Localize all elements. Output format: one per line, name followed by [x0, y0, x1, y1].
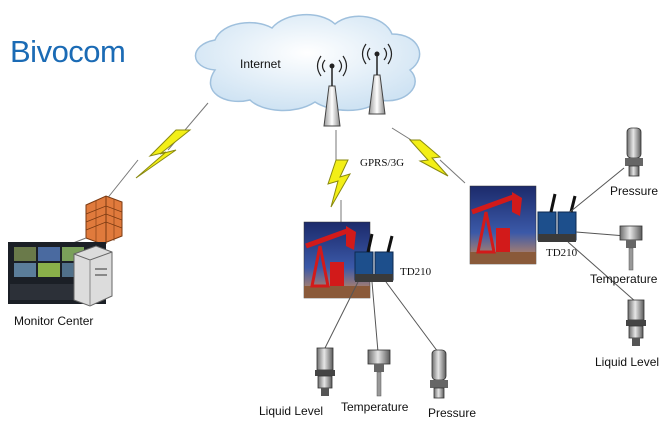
- td210-label-left: TD210: [400, 266, 432, 278]
- wireless-link-center: [327, 130, 352, 222]
- sensor-label-right-2: Temperature: [590, 272, 658, 286]
- pressure-sensor-icon-right: [625, 127, 643, 177]
- gprs-3g-label: GPRS/3G: [360, 157, 405, 169]
- td210-label-right: TD210: [546, 247, 578, 259]
- liquid-level-sensor-icon-right: [626, 299, 646, 346]
- temperature-sensor-icon-left: [367, 349, 391, 397]
- sensor-label-left-3: Pressure: [428, 406, 477, 420]
- monitor-center-label: Monitor Center: [14, 314, 94, 328]
- temperature-sensor-icon-right: [619, 225, 643, 271]
- liquid-level-sensor-icon-left: [315, 347, 335, 396]
- oil-pump-image-left: [303, 221, 371, 299]
- wireless-link-left: [105, 102, 209, 201]
- firewall-icon: [85, 195, 123, 245]
- sensor-label-right-1: Pressure: [610, 184, 659, 198]
- internet-label: Internet: [240, 57, 281, 71]
- td210-router-right: [537, 193, 577, 242]
- sensor-label-left-1: Liquid Level: [259, 404, 324, 418]
- sensor-label-left-2: Temperature: [341, 400, 409, 414]
- internet-cloud: [194, 13, 421, 112]
- monitor-center-image: [8, 242, 113, 307]
- pressure-sensor-icon-left: [430, 349, 448, 399]
- radio-tower-icon: [316, 43, 393, 127]
- td210-router-left: [354, 233, 394, 282]
- sensor-label-right-3: Liquid Level: [595, 355, 660, 369]
- brand-logo: Bivocom: [10, 34, 126, 69]
- wireless-link-right: [391, 127, 466, 184]
- oil-pump-image-right: [469, 185, 537, 265]
